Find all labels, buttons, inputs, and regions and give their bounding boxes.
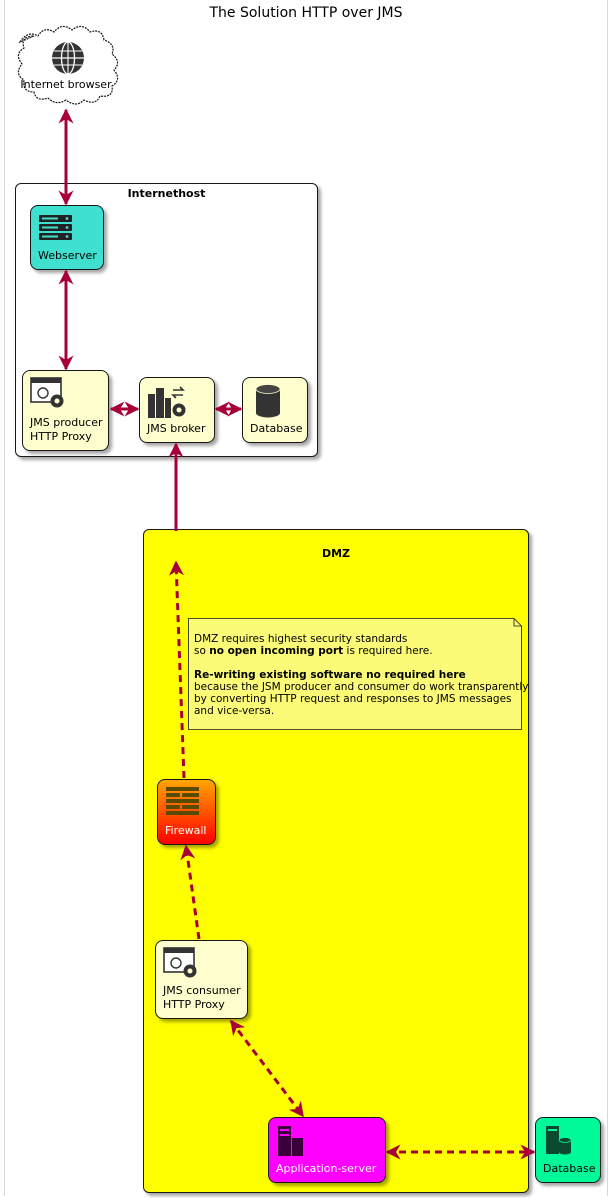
note-line-3: Re-writing existing software no required… (194, 669, 522, 681)
jms-producer-label-line1: JMS producer (30, 416, 103, 429)
internet-browser-cloud: Internet browser (17, 25, 119, 105)
webserver-label: Webserver (38, 249, 97, 262)
diagram-title: The Solution HTTP over JMS (209, 5, 403, 21)
internethost-label: Internethost (127, 187, 206, 200)
globe-icon (52, 41, 84, 75)
firewall-label: Firewall (165, 824, 207, 837)
database-internet-label: Database (250, 422, 303, 435)
application-server-label: Application-server (276, 1162, 377, 1175)
database-icon (255, 384, 281, 418)
jms-broker-node: JMS broker (139, 377, 215, 443)
jms-broker-label: JMS broker (147, 422, 206, 435)
note-shape (188, 618, 522, 730)
arrow-firewall-dmz (169, 560, 186, 779)
jms-consumer-label-line1: JMS consumer (163, 984, 241, 997)
jms-consumer-label-line2: HTTP Proxy (163, 998, 225, 1011)
server-database-icon (546, 1126, 572, 1155)
arrow-consumer-appserver (229, 1019, 305, 1118)
brick-wall-icon (166, 787, 199, 815)
note-line-3-bold: Re-writing existing software no required… (194, 669, 466, 681)
webserver-node: Webserver (30, 205, 104, 270)
arrow-consumer-firewall (180, 844, 201, 940)
note-line-2-bold: no open incoming port (209, 645, 344, 657)
note-line-5: by converting HTTP request and responses… (194, 693, 512, 705)
note-line-1: DMZ requires highest security standards (194, 633, 408, 645)
note-line-4: because the JSM producer and consumer do… (194, 681, 529, 693)
note-line-2-prefix: so (194, 645, 210, 657)
database-dmz-node: Database (535, 1117, 601, 1183)
server-rack-icon (39, 215, 72, 240)
note-line-2-suffix: is required here. (343, 645, 433, 657)
city-exchange-gear-icon (148, 386, 186, 418)
jms-consumer-label: JMS consumer HTTP Proxy (163, 984, 241, 1012)
web-app-gear-icon (30, 377, 64, 408)
database-dmz-label: Database (543, 1162, 596, 1175)
jms-producer-label-line2: HTTP Proxy (30, 430, 92, 443)
jms-producer-label: JMS producer HTTP Proxy (30, 416, 103, 444)
internet-browser-label: Internet browser (20, 78, 112, 91)
note-line-2: so no open incoming port is required her… (194, 645, 522, 657)
firewall-node: Firewall (157, 779, 216, 845)
jms-consumer-node: JMS consumer HTTP Proxy (155, 940, 248, 1019)
database-internet-node: Database (242, 377, 308, 443)
server-tower-icon (278, 1126, 303, 1156)
note-line-6: and vice-versa. (194, 705, 275, 717)
jms-producer-node: JMS producer HTTP Proxy (22, 370, 109, 451)
diagram-frame (4, 0, 608, 1196)
web-app-gear-icon (163, 947, 197, 978)
security-note: DMZ requires highest security standards … (188, 618, 529, 730)
application-server-node: Application-server (268, 1117, 386, 1183)
dmz-label: DMZ (321, 547, 351, 560)
